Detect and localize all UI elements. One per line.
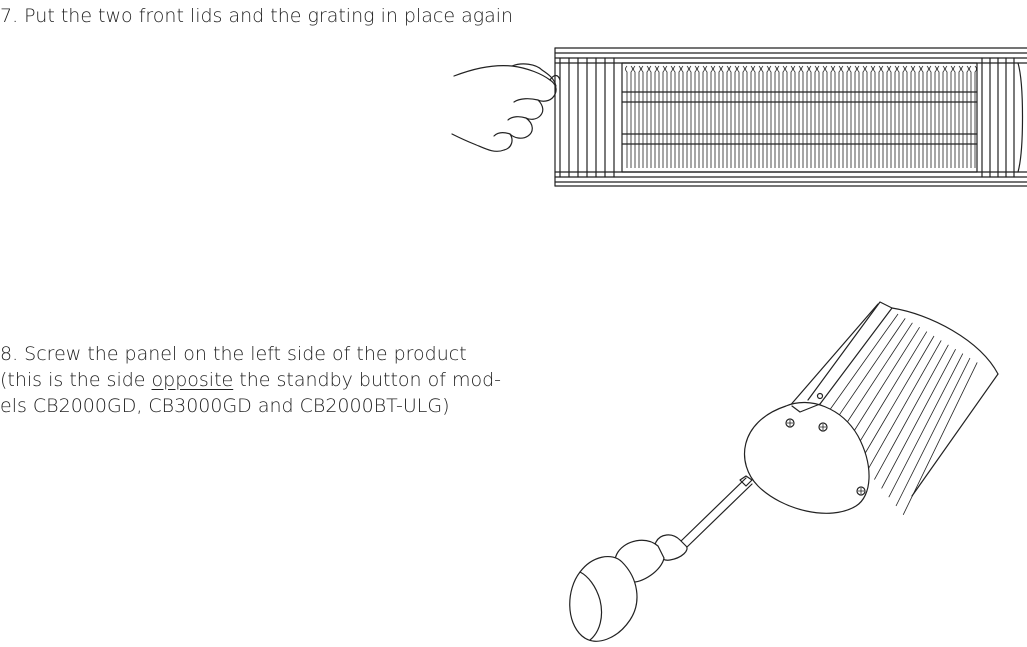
step-7-text: 7. Put the two front lids and the gratin…: [0, 5, 514, 27]
step-8-instruction: 8. Screw the panel on the left side of t…: [0, 341, 501, 419]
step-8-line-3: els CB2000GD, CB3000GD and CB2000BT-ULG): [0, 395, 450, 417]
step-8-line-1: 8. Screw the panel on the left side of t…: [0, 343, 467, 365]
screwdriver-side-panel-illustration: [569, 301, 999, 642]
heater-body: [787, 301, 999, 515]
screwdriver-icon: [569, 475, 753, 642]
underlined-word: opposite: [151, 369, 234, 391]
step-8-line-2: (this is the side opposite the standby b…: [0, 369, 502, 391]
heater-grating: [554, 47, 1027, 187]
hand-icon: [451, 63, 561, 152]
hand-placing-grating-illustration: [451, 47, 1027, 187]
step-7-instruction: 7. Put the two front lids and the gratin…: [0, 3, 513, 29]
side-panel: [743, 392, 870, 514]
